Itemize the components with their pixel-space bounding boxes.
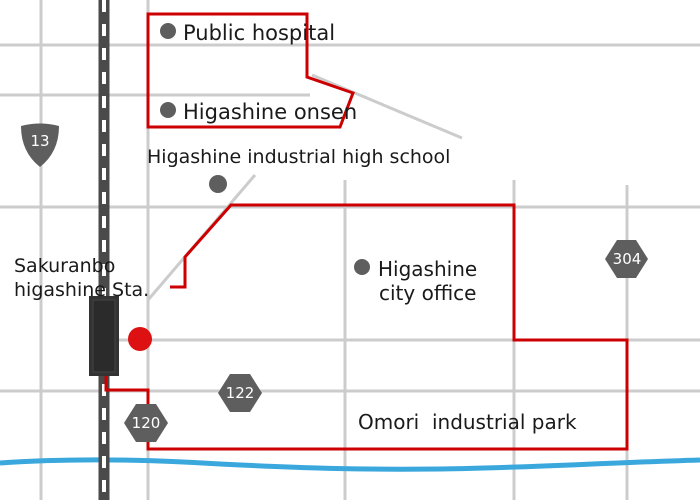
industrial-park-label: Omori industrial park	[358, 410, 577, 434]
industrial-high-school-label: Higashine industrial high school	[147, 146, 450, 168]
station-marker[interactable]	[128, 327, 152, 351]
higashine-onsen-marker[interactable]	[160, 102, 176, 118]
city-office-label-line1: Higashine	[378, 257, 477, 281]
route-shield-120: 120	[124, 404, 168, 442]
road-diagonal	[311, 73, 463, 140]
route-shield-304-icon	[605, 240, 648, 278]
route-shield-304-label: 304	[613, 250, 642, 268]
route-shield-122-icon	[218, 374, 262, 412]
station-name-line2: higashine Sta.	[14, 279, 149, 301]
route-shield-122: 122	[218, 374, 262, 412]
public-hospital-marker[interactable]	[160, 23, 176, 39]
station-name-line1: Sakuranbo	[14, 255, 115, 277]
higashine-onsen-label: Higashine onsen	[183, 100, 357, 124]
route-shield-13-label: 13	[30, 132, 49, 150]
route-shield-13: 13	[21, 123, 59, 167]
public-hospital-label: Public hospital	[183, 21, 335, 45]
industrial-high-school-marker[interactable]	[209, 175, 227, 193]
hospital-onsen-outline	[146, 12, 355, 129]
route-shield-304: 304	[605, 240, 648, 278]
city-office-marker[interactable]	[354, 259, 370, 275]
route-shield-13-icon	[21, 123, 59, 167]
city-office-label-line2: city office	[379, 281, 476, 305]
route-shield-120-label: 120	[132, 414, 161, 432]
route-shield-122-label: 122	[226, 384, 255, 402]
station-building-inner	[92, 299, 116, 373]
river	[0, 457, 700, 472]
access-route	[104, 203, 629, 451]
route-shield-120-icon	[124, 404, 168, 442]
